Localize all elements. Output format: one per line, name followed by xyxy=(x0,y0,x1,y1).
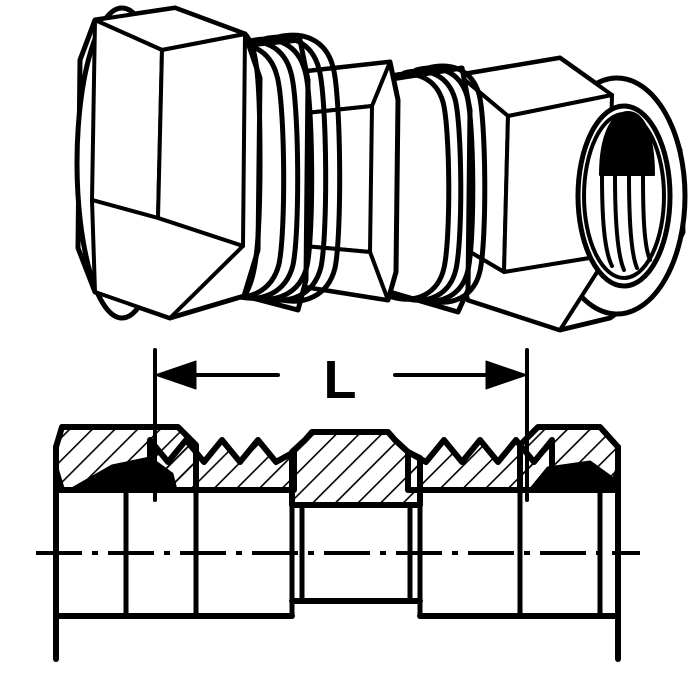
right-ferrule-mirror xyxy=(530,616,616,644)
left-ferrule-mirror xyxy=(70,616,176,648)
arrow-head-right xyxy=(485,360,528,390)
right-nut-thread-zone-mirror xyxy=(408,616,552,666)
left-nut-section-mirror xyxy=(56,616,196,679)
arrow-head-left xyxy=(154,360,197,390)
left-hex-nut xyxy=(74,5,263,321)
section-upper-half xyxy=(53,424,621,508)
cross-section-view xyxy=(36,424,640,679)
center-body-section-mirror xyxy=(292,601,420,674)
center-hex-body xyxy=(297,59,401,303)
right-hex-nut xyxy=(447,55,688,333)
section-lower-half xyxy=(56,601,618,679)
isometric-pictorial-view xyxy=(74,5,688,333)
left-nut-thread-zone-mirror xyxy=(150,616,294,666)
center-body-section xyxy=(289,429,423,508)
right-thread-section xyxy=(380,63,488,315)
right-nut-section xyxy=(517,424,621,493)
right-nut-section-mirror xyxy=(520,616,618,679)
dimension-label-L: L xyxy=(324,350,357,410)
internal-thread-bore xyxy=(582,111,666,280)
